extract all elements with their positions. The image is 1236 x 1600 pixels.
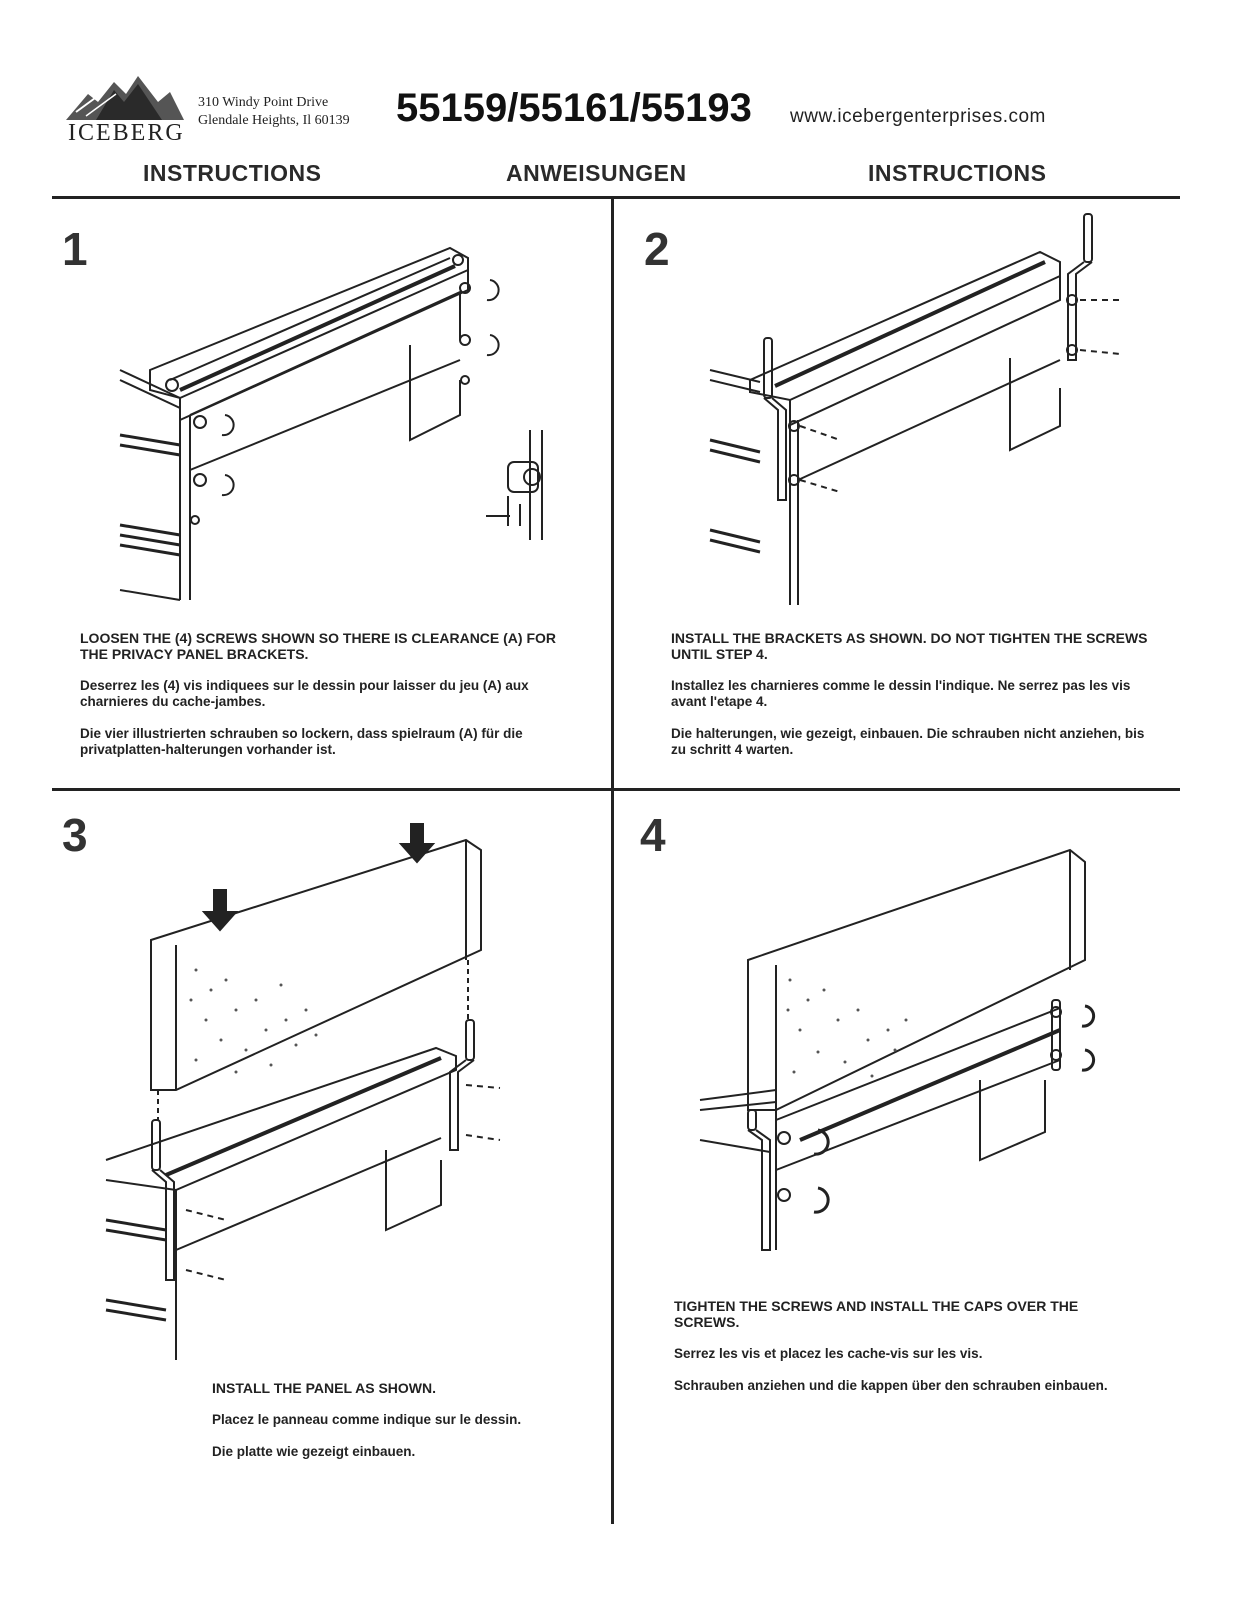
middle-divider bbox=[52, 788, 1180, 791]
step-3-illustration bbox=[96, 820, 516, 1370]
step-2-number: 2 bbox=[644, 223, 670, 275]
step-3-english: INSTALL THE PANEL AS SHOWN. bbox=[212, 1380, 437, 1396]
step-4-german: Schrauben anziehen und die kappen über d… bbox=[674, 1378, 1108, 1393]
website-link[interactable]: www.icebergenterprises.com bbox=[790, 106, 1046, 127]
step-2-english: INSTALL THE BRACKETS AS SHOWN. DO NOT TI… bbox=[671, 630, 1148, 662]
company-logo-text: ICEBERG bbox=[68, 120, 185, 146]
step-1-french: Deserrez les (4) vis indiquees sur le de… bbox=[80, 678, 529, 709]
step-1-german: Die vier illustrierten schrauben so lock… bbox=[80, 726, 523, 757]
step-1-illustration bbox=[110, 240, 580, 610]
step-3-french: Placez le panneau comme indique sur le d… bbox=[212, 1412, 522, 1427]
step-1-english: LOOSEN THE (4) SCREWS SHOWN SO THERE IS … bbox=[80, 630, 557, 662]
step-3-german: Die platte wie gezeigt einbauen. bbox=[212, 1444, 416, 1459]
header-label-french: INSTRUCTIONS bbox=[868, 160, 1047, 186]
center-divider bbox=[611, 198, 614, 1524]
step-2-text: INSTALL THE BRACKETS AS SHOWN. DO NOT TI… bbox=[671, 630, 1161, 774]
step-4-number: 4 bbox=[640, 809, 666, 861]
step-3-text: INSTALL THE PANEL AS SHOWN. Placez le pa… bbox=[212, 1380, 592, 1476]
top-divider bbox=[52, 196, 1180, 199]
step-4-text: TIGHTEN THE SCREWS AND INSTALL THE CAPS … bbox=[674, 1298, 1114, 1410]
step-4-illustration bbox=[690, 840, 1120, 1260]
address-line-1: 310 Windy Point Drive bbox=[198, 95, 329, 110]
step-1-text: LOOSEN THE (4) SCREWS SHOWN SO THERE IS … bbox=[80, 630, 570, 774]
step-3-number: 3 bbox=[62, 809, 88, 861]
address-line-2: Glendale Heights, Il 60139 bbox=[198, 113, 350, 128]
step-4-english: TIGHTEN THE SCREWS AND INSTALL THE CAPS … bbox=[674, 1298, 1079, 1330]
step-2-illustration bbox=[700, 210, 1130, 610]
company-address: 310 Windy Point Drive Glendale Heights, … bbox=[198, 94, 350, 130]
step-2-french: Installez les charnieres comme le dessin… bbox=[671, 678, 1131, 709]
header-label-english: INSTRUCTIONS bbox=[143, 160, 322, 186]
step-4-french: Serrez les vis et placez les cache-vis s… bbox=[674, 1346, 983, 1361]
product-numbers: 55159/55161/55193 bbox=[396, 86, 752, 130]
step-2-german: Die halterungen, wie gezeigt, einbauen. … bbox=[671, 726, 1145, 757]
iceberg-logo-icon bbox=[66, 72, 196, 150]
header-label-german: ANWEISUNGEN bbox=[506, 160, 687, 186]
document-header: ICEBERG 310 Windy Point Drive Glendale H… bbox=[0, 0, 1236, 200]
step-1-number: 1 bbox=[62, 223, 88, 275]
